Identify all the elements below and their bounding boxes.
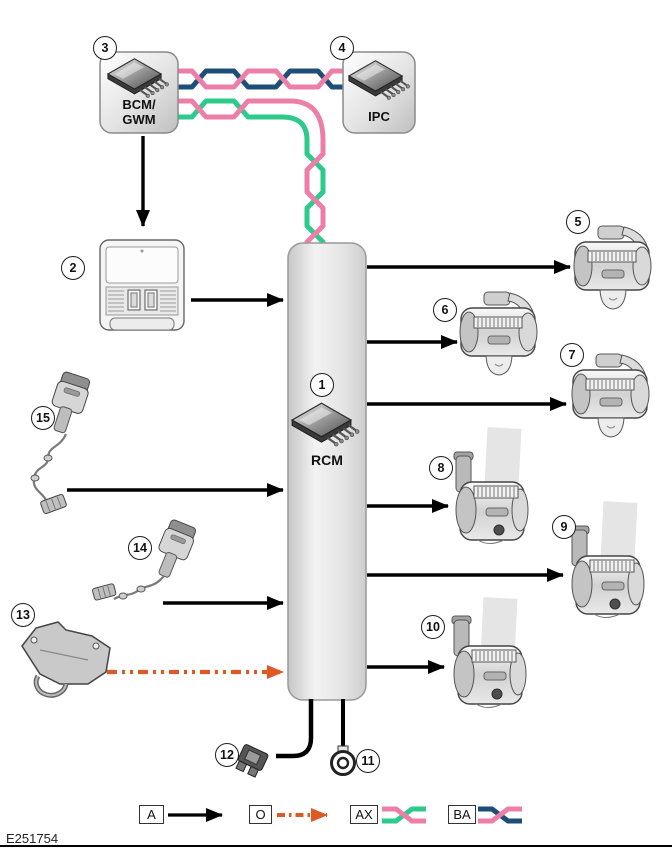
callout-11: 11 (356, 749, 380, 773)
legend-code-a: A (139, 805, 164, 824)
callout-10: 10 (421, 615, 445, 639)
lead-to-connector-12 (276, 699, 314, 759)
legend-graphics (168, 806, 522, 824)
twisted-pair-ba (175, 68, 346, 90)
legend-ba-icon (478, 806, 522, 824)
callout-4: 4 (330, 36, 354, 60)
inline-connector-12 (235, 744, 269, 778)
buckle-pretensioner-10 (451, 597, 527, 709)
callout-3: 3 (93, 36, 117, 60)
anchor-bracket-13 (21, 621, 111, 698)
retractor-pretensioner-7 (571, 353, 650, 438)
page-bottom-rule (0, 845, 672, 847)
twisted-pair-ax (175, 98, 326, 248)
rcm-module-box (287, 242, 367, 701)
legend-code-ba: BA (448, 805, 476, 824)
seatbelt-buckle-14 (92, 517, 199, 601)
callout-12: 12 (215, 743, 239, 767)
retractor-pretensioner-5 (573, 225, 652, 310)
callout-15: 15 (31, 406, 55, 430)
rcm-bottom-leads (276, 699, 345, 759)
callout-2: 2 (61, 256, 85, 280)
callout-5: 5 (566, 210, 590, 234)
callout-13: 13 (11, 603, 35, 627)
ground-eyelet-11 (330, 745, 356, 776)
ipc-label: IPC (368, 109, 390, 124)
legend-code-ax: AX (350, 805, 378, 824)
callout-9: 9 (552, 515, 576, 539)
callout-8: 8 (429, 456, 453, 480)
callout-14: 14 (128, 536, 152, 560)
callout-1: 1 (310, 373, 334, 397)
bcm-gwm-label: BCM/ GWM (122, 97, 156, 127)
overhead-console-illustration (99, 239, 185, 331)
rcm-label: RCM (311, 452, 343, 468)
ipc-module-box (342, 51, 416, 134)
buckle-pretensioner-9 (569, 501, 645, 619)
buckle-pretensioner-8 (453, 427, 529, 545)
bcm-gwm-module-box (99, 51, 179, 134)
seatbelt-buckle-15 (30, 370, 93, 515)
signal-arrows (67, 136, 571, 674)
callout-6: 6 (433, 298, 457, 322)
callout-7: 7 (560, 343, 584, 367)
figure-id: E251754 (6, 831, 59, 846)
legend-code-o: O (249, 805, 272, 824)
legend-ax-icon (382, 806, 426, 824)
retractor-pretensioner-6 (459, 291, 538, 376)
